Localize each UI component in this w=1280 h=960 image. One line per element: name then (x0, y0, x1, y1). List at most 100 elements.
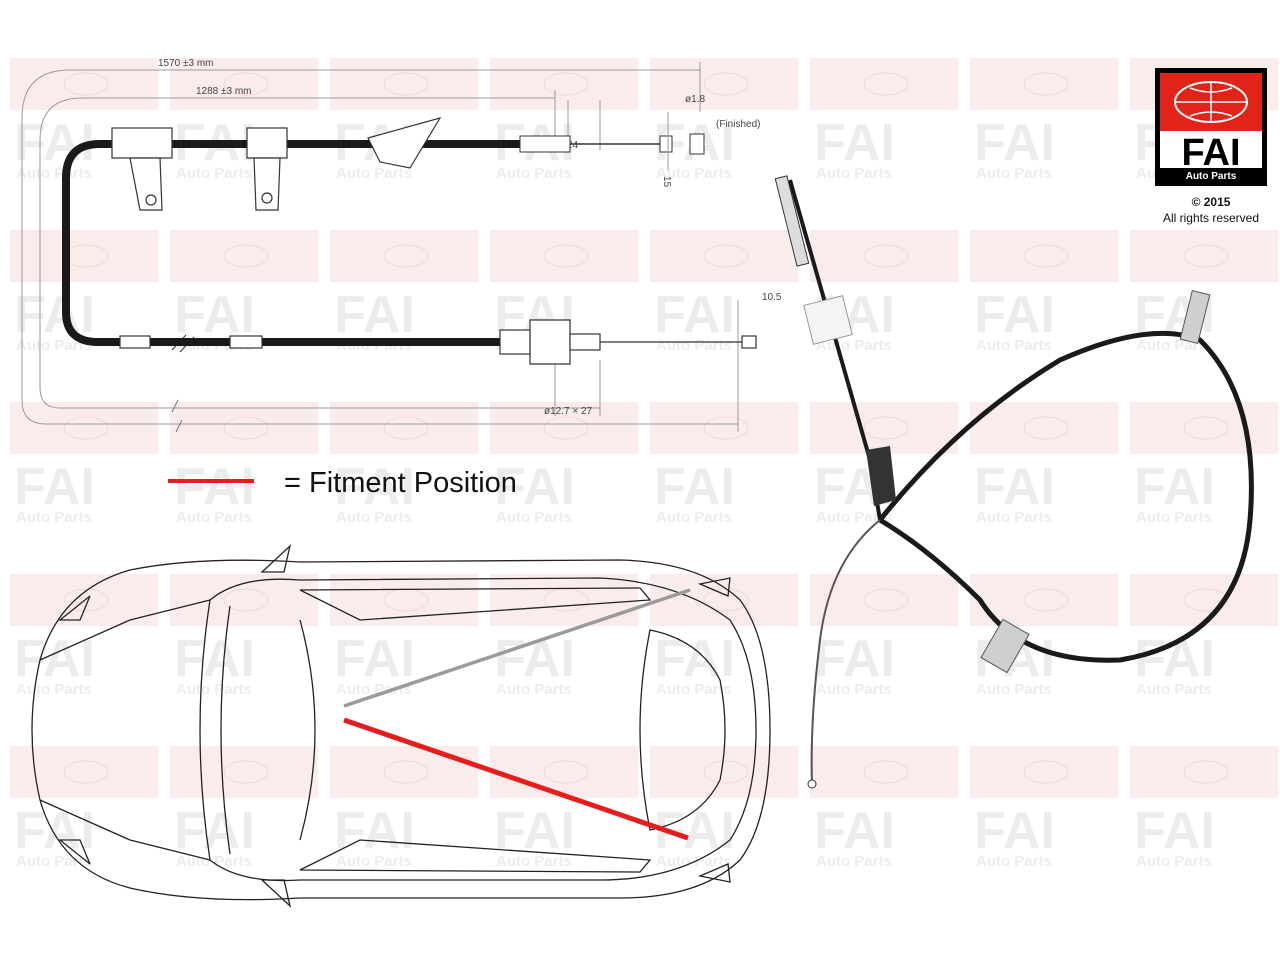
front-ferrule (519, 135, 571, 153)
car-roof-outline (209, 577, 757, 882)
mounting-clip (1179, 289, 1211, 345)
watermark-brand: FAI (1134, 458, 1215, 516)
logo-sub-block (1160, 168, 1262, 182)
watermark-sub: Auto Parts (816, 853, 892, 870)
bracket-clip (111, 117, 442, 211)
side-window (299, 839, 652, 873)
watermark-sub: Auto Parts (496, 681, 572, 698)
logo-brand: FAI (1181, 132, 1240, 174)
inner-dimension-outline (39, 97, 600, 409)
watermark-sub: Auto Parts (176, 853, 252, 870)
watermark-sub: Auto Parts (176, 509, 252, 526)
copyright-rights: All rights reserved (1163, 211, 1259, 225)
watermark-sub: Auto Parts (976, 853, 1052, 870)
watermark-sub: Auto Parts (336, 509, 412, 526)
break-mark (171, 399, 183, 433)
watermark-sub: Auto Parts (816, 509, 892, 526)
logo-globe-icon (1175, 82, 1247, 122)
watermark-brand: FAI (14, 286, 95, 344)
rear-fitting (119, 319, 757, 365)
watermark-sub: Auto Parts (336, 165, 412, 182)
watermark-brand: FAI (1134, 630, 1215, 688)
watermark-brand: FAI (494, 802, 575, 860)
end-offset-label: 15 (661, 176, 672, 188)
watermark-sub: Auto Parts (336, 681, 412, 698)
watermark-brand: FAI (814, 114, 895, 172)
cable-label-tag (803, 295, 853, 345)
watermark-brand: FAI (334, 802, 415, 860)
watermark-brand: FAI (174, 630, 255, 688)
watermark-sub: Auto Parts (656, 509, 732, 526)
technical-drawing: 1570 ±3 mm 1288 ±3 mm ø1.8 (Finished) ø1… (21, 58, 782, 433)
watermark-sub: Auto Parts (976, 165, 1052, 182)
watermark-brand: FAI (334, 458, 415, 516)
cable-photo (774, 175, 1254, 789)
fitment-line (343, 717, 689, 841)
headlight (58, 595, 91, 865)
rear-offset-label: 10.5 (762, 292, 782, 303)
watermark-brand: FAI (494, 458, 575, 516)
car-body-outline (31, 559, 771, 901)
wire-end (807, 779, 817, 789)
inner-length-label: 1288 ±3 mm (196, 86, 252, 97)
cable-tail (810, 519, 881, 785)
rear-fitting-label: ø12.7 × 27 (544, 406, 593, 417)
watermark-sub: Auto Parts (1136, 853, 1212, 870)
cable-loop (878, 330, 1254, 663)
watermark-brand: FAI (14, 630, 95, 688)
watermark-brand: FAI (814, 802, 895, 860)
side-window (299, 587, 652, 621)
fai-logo: FAI Auto Parts (1155, 68, 1267, 186)
car-top-view (31, 544, 771, 908)
watermark-sub: Auto Parts (336, 853, 412, 870)
watermark-sub: Auto Parts (16, 337, 92, 354)
watermark-sub: Auto Parts (656, 337, 732, 354)
rear-window (639, 629, 726, 831)
watermark-sub: Auto Parts (816, 165, 892, 182)
watermark-sub: Auto Parts (976, 509, 1052, 526)
watermark-sub: Auto Parts (176, 681, 252, 698)
watermark-brand: FAI (1134, 802, 1215, 860)
windshield (199, 599, 231, 861)
watermark-sub: Auto Parts (656, 165, 732, 182)
watermark-sub: Auto Parts (496, 509, 572, 526)
hood-line (39, 599, 211, 861)
end-fitting (774, 175, 810, 267)
watermark-brand: FAI (174, 286, 255, 344)
watermark-sub: Auto Parts (16, 165, 92, 182)
finished-note: (Finished) (716, 119, 760, 130)
watermark-sub: Auto Parts (656, 681, 732, 698)
watermark-brand: FAI (14, 458, 95, 516)
sleeve-fitting (866, 446, 896, 506)
mounting-clip (980, 618, 1030, 674)
watermark-sub: Auto Parts (1136, 509, 1212, 526)
